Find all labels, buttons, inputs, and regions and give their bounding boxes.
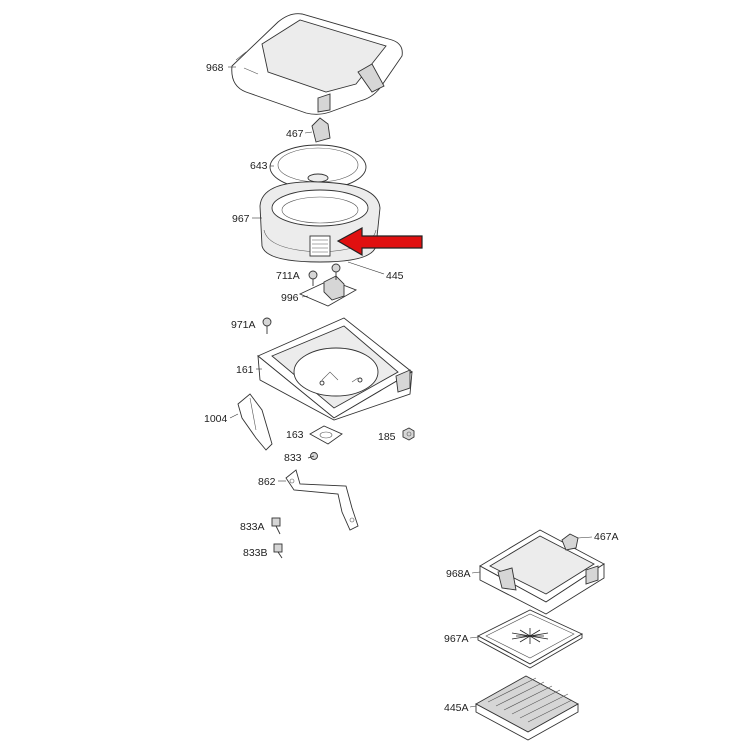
screw-833a <box>271 517 281 535</box>
base-161 <box>257 317 413 421</box>
nut-185 <box>402 427 415 441</box>
label-862: 862 <box>258 476 276 488</box>
screw-833 <box>307 452 318 460</box>
screw-833b <box>273 543 283 559</box>
label-185: 185 <box>378 431 396 443</box>
label-445: 445 <box>386 270 404 282</box>
label-161: 161 <box>236 364 254 376</box>
knob-467 <box>311 117 331 143</box>
label-163: 163 <box>286 429 304 441</box>
label-968a: 968A <box>446 568 471 580</box>
label-968: 968 <box>206 62 224 74</box>
bracket-862 <box>285 469 359 531</box>
filter-445a <box>475 675 579 741</box>
gasket-163 <box>309 425 343 445</box>
label-643: 643 <box>250 160 268 172</box>
label-1004: 1004 <box>204 413 228 425</box>
red-arrow-icon <box>336 226 423 257</box>
label-833a: 833A <box>240 521 265 533</box>
label-967a: 967A <box>444 633 469 645</box>
screw-711a <box>308 270 318 286</box>
label-971a: 971A <box>231 319 256 331</box>
label-467a: 467A <box>594 531 619 543</box>
knob-467a <box>561 533 579 551</box>
label-833: 833 <box>284 452 302 464</box>
label-967: 967 <box>232 213 250 225</box>
label-833b: 833B <box>243 547 268 559</box>
label-467: 467 <box>286 128 304 140</box>
bracket-996 <box>298 263 358 307</box>
screw-971a <box>262 317 272 334</box>
cover-968a <box>479 529 605 615</box>
label-711a: 711A <box>276 270 300 282</box>
label-445a: 445A <box>444 702 469 714</box>
label-996: 996 <box>281 292 299 304</box>
cover-968 <box>231 13 403 115</box>
filter-967a <box>477 609 583 669</box>
shield-1004 <box>237 393 273 451</box>
